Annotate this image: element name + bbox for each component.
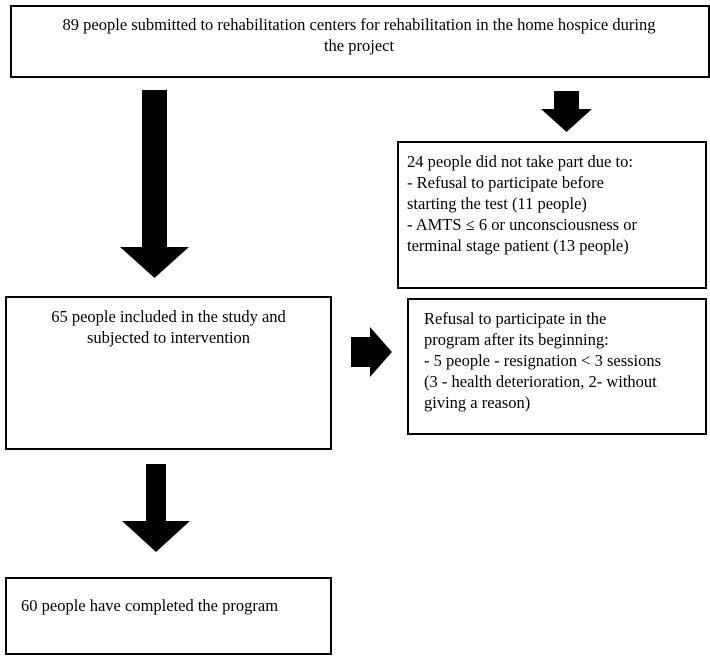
included-line: 65 people included in the study and bbox=[51, 307, 286, 326]
excluded-line: - AMTS ≤ 6 or unconsciousness or bbox=[407, 215, 637, 234]
excluded-line: 24 people did not take part due to: bbox=[407, 152, 633, 171]
dropout-line: giving a reason) bbox=[424, 393, 531, 412]
submitted-line: the project bbox=[323, 36, 395, 55]
completed-line: 60 people have completed the program bbox=[21, 596, 279, 615]
excluded-line: terminal stage patient (13 people) bbox=[407, 236, 629, 255]
arrow-submitted-to-included bbox=[120, 90, 189, 278]
dropout-text: Refusal to participate in the program af… bbox=[409, 300, 705, 413]
submitted-line: 89 people submitted to rehabilitation ce… bbox=[62, 15, 656, 34]
dropout-line: - 5 people - resignation < 3 sessions bbox=[424, 351, 662, 370]
dropout-line: (3 - health deterioration, 2- without bbox=[424, 372, 657, 391]
included-text: 65 people included in the study and subj… bbox=[7, 298, 330, 348]
excluded-box: 24 people did not take part due to: - Re… bbox=[397, 141, 707, 289]
completed-box: 60 people have completed the program bbox=[5, 577, 332, 655]
excluded-line: starting the test (11 people) bbox=[407, 194, 587, 213]
arrow-submitted-to-excluded bbox=[541, 91, 592, 132]
submitted-box: 89 people submitted to rehabilitation ce… bbox=[10, 5, 710, 78]
excluded-line: - Refusal to participate before bbox=[407, 173, 604, 192]
included-line: subjected to intervention bbox=[86, 328, 251, 347]
excluded-text: 24 people did not take part due to: - Re… bbox=[399, 143, 705, 256]
submitted-text: 89 people submitted to rehabilitation ce… bbox=[12, 7, 708, 56]
included-box: 65 people included in the study and subj… bbox=[5, 296, 332, 450]
arrow-included-to-completed bbox=[122, 464, 190, 552]
dropout-line: program after its beginning: bbox=[424, 330, 609, 349]
arrow-included-to-dropout bbox=[351, 327, 392, 377]
completed-text: 60 people have completed the program bbox=[7, 579, 330, 616]
dropout-box: Refusal to participate in the program af… bbox=[407, 298, 707, 435]
dropout-line: Refusal to participate in the bbox=[424, 309, 607, 328]
